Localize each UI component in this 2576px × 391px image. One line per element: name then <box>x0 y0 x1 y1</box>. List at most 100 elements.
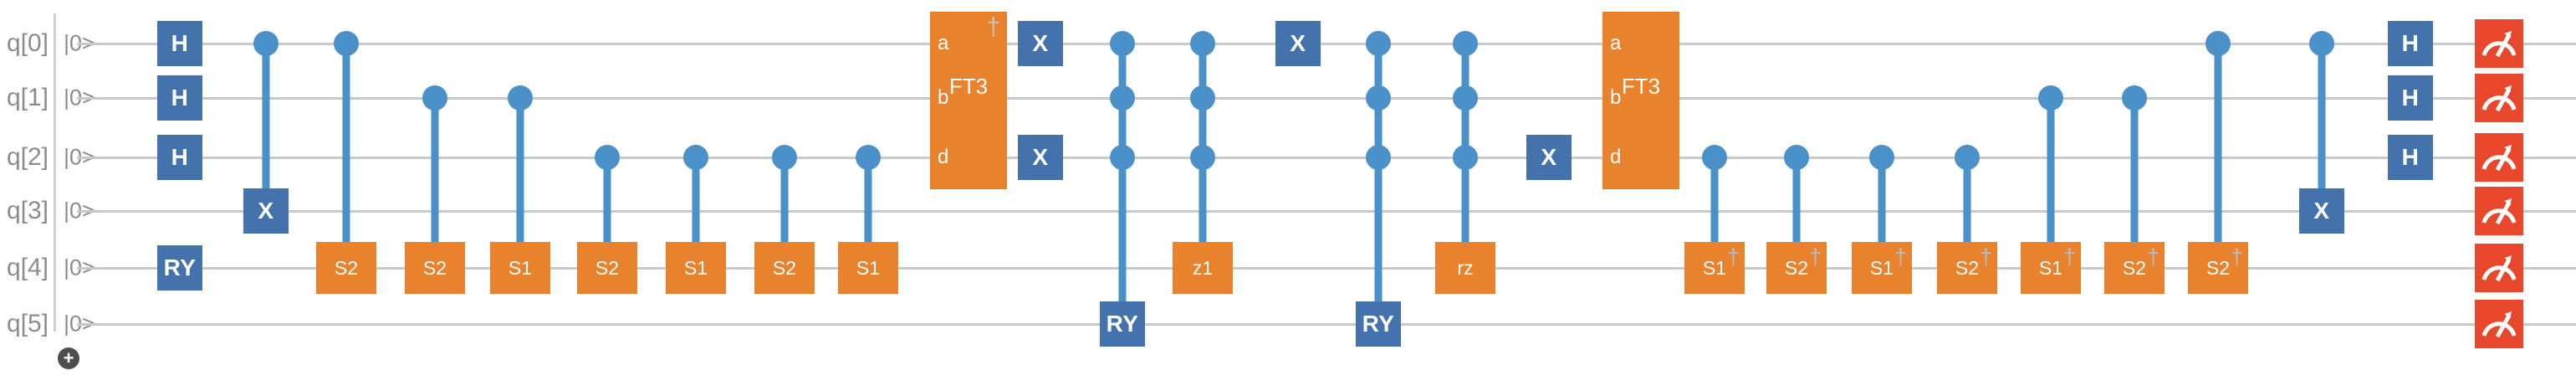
gate-h-q2[interactable]: H <box>2388 135 2433 180</box>
measure-icon[interactable] <box>2475 244 2523 292</box>
gate-ry-q4[interactable]: RY <box>157 245 202 291</box>
control-dot-q2[interactable] <box>595 145 620 170</box>
gate-ry-q5[interactable]: RY <box>1100 301 1145 347</box>
gate-label: S2 <box>422 256 447 279</box>
control-dot-q2[interactable] <box>1453 145 1478 170</box>
control-dot-q2[interactable] <box>683 145 708 170</box>
control-link <box>262 44 270 211</box>
control-link <box>431 98 439 268</box>
gate-label: H <box>2401 30 2420 56</box>
control-dot-q1[interactable] <box>1366 85 1391 111</box>
control-dot-q0[interactable] <box>1190 31 1215 56</box>
control-dot-q2[interactable] <box>1869 145 1894 170</box>
control-link <box>1792 157 1801 268</box>
control-link <box>342 44 350 268</box>
control-dot-q2[interactable] <box>1955 145 1980 170</box>
control-link <box>2214 44 2222 268</box>
measure-icon[interactable] <box>2475 19 2523 68</box>
measure-icon[interactable] <box>2475 74 2523 122</box>
control-link <box>1710 157 1719 268</box>
gate-label: RY <box>1106 311 1139 337</box>
control-dot-q1[interactable] <box>1190 85 1215 111</box>
control-dot-q1[interactable] <box>422 85 447 111</box>
control-dot-q2[interactable] <box>856 145 881 170</box>
gate-h-q0[interactable]: H <box>157 21 202 66</box>
control-link <box>1374 44 1383 324</box>
control-dot-q2[interactable] <box>772 145 797 170</box>
gate-h-q0[interactable]: H <box>2388 21 2433 66</box>
control-dot-q0[interactable] <box>1453 31 1478 56</box>
control-dot-q0[interactable] <box>1366 31 1391 56</box>
control-dot-q1[interactable] <box>2122 85 2147 111</box>
gate-s1-q4[interactable]: S1† <box>1684 242 1745 294</box>
gate-h-q2[interactable]: H <box>157 135 202 180</box>
gate-s2-q4[interactable]: S2 <box>316 242 376 294</box>
gate-s2-q4[interactable]: S2† <box>1766 242 1827 294</box>
control-link <box>2047 98 2055 268</box>
control-dot-q2[interactable] <box>1110 145 1135 170</box>
gate-s2-q4[interactable]: S2† <box>2188 242 2248 294</box>
gate-s2-q4[interactable]: S2† <box>1937 242 1997 294</box>
control-dot-q1[interactable] <box>2038 85 2063 111</box>
gate-rz-q4[interactable]: rz <box>1435 242 1495 294</box>
gate-x-q2[interactable]: X <box>1526 135 1572 180</box>
qubit-wire-4 <box>77 267 2576 270</box>
add-qubit-button[interactable]: + <box>58 347 79 369</box>
gate-s2-q4[interactable]: S2 <box>754 242 815 294</box>
gate-z1-q4[interactable]: z1 <box>1173 242 1233 294</box>
gate-s1-q4[interactable]: S1† <box>1852 242 1912 294</box>
gate-label: S1 <box>1702 256 1727 279</box>
control-dot-q2[interactable] <box>1784 145 1809 170</box>
control-link <box>1118 44 1127 324</box>
control-dot-q0[interactable] <box>2309 31 2334 56</box>
gate-s1-q4[interactable]: S1 <box>490 242 550 294</box>
gate-label: X <box>1541 144 1557 170</box>
control-link <box>1963 157 1971 268</box>
gate-x-q0[interactable]: X <box>1018 21 1063 66</box>
control-dot-q0[interactable] <box>253 31 279 56</box>
control-link <box>603 157 611 268</box>
qubit-label-4: q[4] <box>6 254 49 281</box>
gate-label: H <box>2401 144 2420 170</box>
gate-s2-q4[interactable]: S2 <box>405 242 465 294</box>
gate-label: X <box>1032 30 1049 56</box>
dagger-icon: † <box>1894 244 1907 270</box>
gate-x-q3[interactable]: X <box>243 188 289 234</box>
qubit-label-5: q[5] <box>6 310 49 337</box>
control-dot-q1[interactable] <box>1110 85 1135 111</box>
gate-s1-q4[interactable]: S1† <box>2021 242 2081 294</box>
qubit-register-divider <box>54 13 56 332</box>
dagger-icon: † <box>1808 244 1822 270</box>
gate-ry-q5[interactable]: RY <box>1356 301 1401 347</box>
gate-h-q1[interactable]: H <box>157 75 202 121</box>
control-dot-q0[interactable] <box>1110 31 1135 56</box>
gate-label: S2 <box>1955 256 1980 279</box>
gate-x-q0[interactable]: X <box>1275 21 1321 66</box>
gate-s1-q4[interactable]: S1 <box>666 242 726 294</box>
gate-label: S2 <box>2122 256 2147 279</box>
control-link <box>692 157 700 268</box>
gate-s2-q4[interactable]: S2† <box>2104 242 2165 294</box>
gate-label: rz <box>1457 256 1474 279</box>
gate-h-q1[interactable]: H <box>2388 75 2433 121</box>
gate-x-q3[interactable]: X <box>2299 188 2344 234</box>
qubit-label-3: q[3] <box>6 197 49 224</box>
control-dot-q1[interactable] <box>1453 85 1478 111</box>
gate-s2-q4[interactable]: S2 <box>577 242 637 294</box>
control-dot-q2[interactable] <box>1190 145 1215 170</box>
control-dot-q2[interactable] <box>1366 145 1391 170</box>
gate-x-q2[interactable]: X <box>1018 135 1063 180</box>
gate-s1-q4[interactable]: S1 <box>838 242 898 294</box>
control-dot-q0[interactable] <box>2205 31 2231 56</box>
gate-label: S2 <box>1784 256 1809 279</box>
control-dot-q2[interactable] <box>1702 145 1727 170</box>
gate-label: S1 <box>508 256 533 279</box>
measure-icon[interactable] <box>2475 300 2523 348</box>
control-dot-q0[interactable] <box>334 31 359 56</box>
measure-icon[interactable] <box>2475 187 2523 235</box>
measure-icon[interactable] <box>2475 133 2523 182</box>
control-dot-q1[interactable] <box>508 85 533 111</box>
